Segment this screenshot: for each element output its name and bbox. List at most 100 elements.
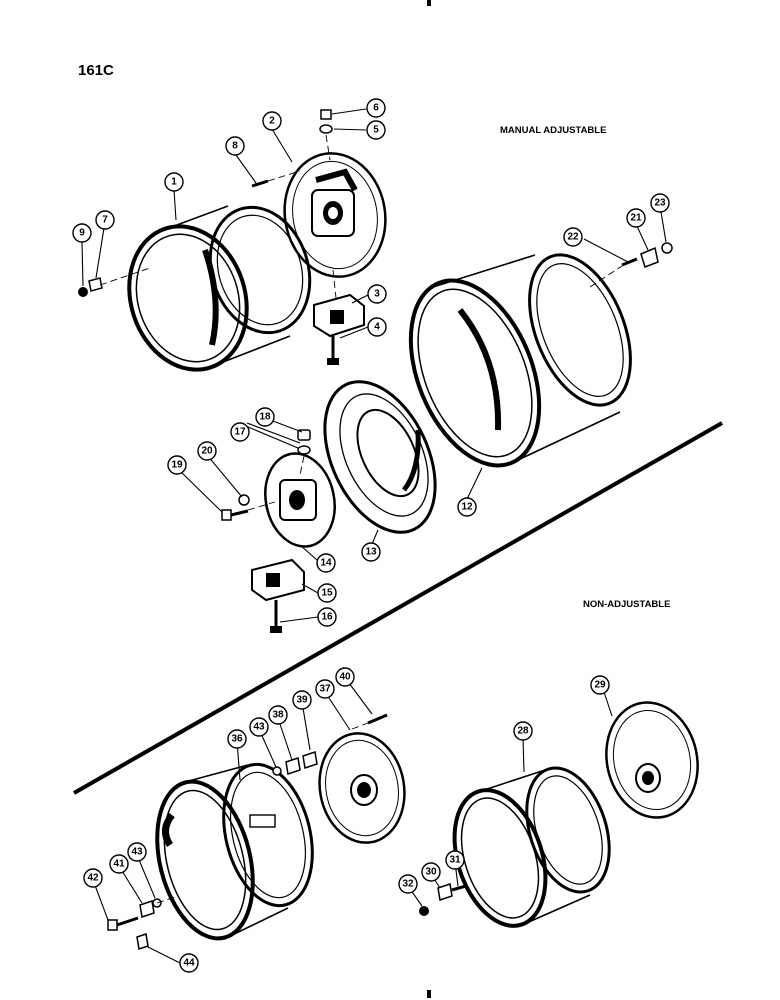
svg-text:6: 6 — [373, 103, 379, 114]
rim-part-28 — [452, 766, 611, 928]
clip-part-41 — [139, 900, 155, 918]
nut-part-43-upper — [272, 766, 282, 776]
bolt-part-42 — [107, 916, 139, 931]
rim-part-1 — [127, 205, 312, 372]
svg-text:7: 7 — [102, 215, 108, 226]
callout-4: 4 — [367, 317, 387, 337]
callout-12: 12 — [457, 497, 477, 517]
callout-22: 22 — [563, 227, 583, 247]
stud-part-31 — [451, 884, 467, 892]
svg-text:22: 22 — [567, 232, 579, 243]
svg-text:5: 5 — [373, 125, 379, 136]
washer-part-17 — [297, 445, 311, 455]
svg-text:8: 8 — [232, 141, 238, 152]
svg-text:18: 18 — [259, 412, 271, 423]
callout-16: 16 — [317, 607, 337, 627]
svg-text:38: 38 — [272, 710, 284, 721]
callout-42: 42 — [83, 868, 103, 888]
callout-20: 20 — [197, 441, 217, 461]
callout-2: 2 — [262, 111, 282, 131]
nut-part-18 — [297, 429, 311, 441]
washer-part-20 — [238, 494, 250, 506]
svg-text:30: 30 — [425, 867, 437, 878]
svg-text:44: 44 — [183, 958, 195, 969]
stud-part-22 — [621, 257, 638, 267]
rim-part-36 — [155, 762, 314, 941]
svg-text:15: 15 — [321, 588, 333, 599]
svg-text:39: 39 — [296, 695, 308, 706]
svg-text:2: 2 — [269, 116, 275, 127]
bottom-mark — [427, 990, 431, 998]
svg-text:32: 32 — [402, 879, 414, 890]
nut-part-32 — [419, 906, 429, 916]
clamp-part-3 — [313, 293, 365, 338]
callout-30: 30 — [421, 862, 441, 882]
svg-text:23: 23 — [654, 198, 666, 209]
svg-text:42: 42 — [87, 873, 99, 884]
center-disc-part-37 — [318, 732, 406, 844]
svg-text:3: 3 — [374, 289, 380, 300]
clip-part-7 — [88, 277, 103, 292]
callout-40: 40 — [335, 667, 355, 687]
clip-part-30 — [437, 883, 453, 901]
callout-3: 3 — [367, 284, 387, 304]
svg-text:19: 19 — [171, 460, 183, 471]
section-label-manual: MANUAL ADJUSTABLE — [500, 125, 606, 136]
callout-43-lower: 43 — [127, 842, 147, 862]
clip-part-38 — [285, 757, 301, 775]
plate-part-44 — [136, 933, 149, 950]
clip-part-21 — [640, 246, 659, 268]
svg-text:41: 41 — [113, 859, 125, 870]
callout-1: 1 — [164, 172, 184, 192]
disc-part-13 — [323, 380, 437, 534]
callout-43-upper: 43 — [249, 717, 269, 737]
callout-39: 39 — [292, 690, 312, 710]
callout-28: 28 — [513, 721, 533, 741]
nut-part-9 — [78, 287, 88, 297]
center-disc-part-2 — [283, 152, 387, 278]
svg-text:36: 36 — [231, 734, 243, 745]
clip-part-39 — [302, 751, 318, 769]
callout-9: 9 — [72, 223, 92, 243]
callout-23: 23 — [650, 193, 670, 213]
svg-text:21: 21 — [630, 213, 642, 224]
callout-37: 37 — [315, 679, 335, 699]
svg-text:17: 17 — [234, 427, 246, 438]
callout-14: 14 — [316, 553, 336, 573]
callout-15: 15 — [317, 583, 337, 603]
nut-part-6 — [320, 109, 332, 120]
callout-32: 32 — [398, 874, 418, 894]
callout-7: 7 — [95, 210, 115, 230]
callout-6: 6 — [366, 98, 386, 118]
callout-19: 19 — [167, 455, 187, 475]
callout-44: 44 — [179, 953, 199, 973]
hub-disc-part-14 — [264, 452, 336, 548]
callout-13: 13 — [361, 542, 381, 562]
svg-text:9: 9 — [79, 228, 85, 239]
nut-part-23 — [661, 242, 673, 254]
svg-text:29: 29 — [594, 680, 606, 691]
callout-38: 38 — [268, 705, 288, 725]
washer-part-5 — [319, 124, 333, 134]
bolt-part-19 — [221, 509, 249, 521]
callout-17: 17 — [230, 422, 250, 442]
callout-18: 18 — [255, 407, 275, 427]
callout-21: 21 — [626, 208, 646, 228]
callout-8: 8 — [225, 136, 245, 156]
svg-text:31: 31 — [449, 855, 461, 866]
callout-41: 41 — [109, 854, 129, 874]
callout-29: 29 — [590, 675, 610, 695]
center-disc-part-29 — [605, 701, 699, 819]
stud-part-40 — [367, 713, 388, 725]
svg-text:37: 37 — [319, 684, 331, 695]
svg-text:13: 13 — [365, 547, 377, 558]
svg-text:28: 28 — [517, 726, 529, 737]
svg-text:40: 40 — [339, 672, 351, 683]
svg-text:20: 20 — [201, 446, 213, 457]
svg-text:1: 1 — [171, 177, 177, 188]
callout-31: 31 — [445, 850, 465, 870]
svg-text:16: 16 — [321, 612, 333, 623]
svg-text:43: 43 — [131, 847, 143, 858]
